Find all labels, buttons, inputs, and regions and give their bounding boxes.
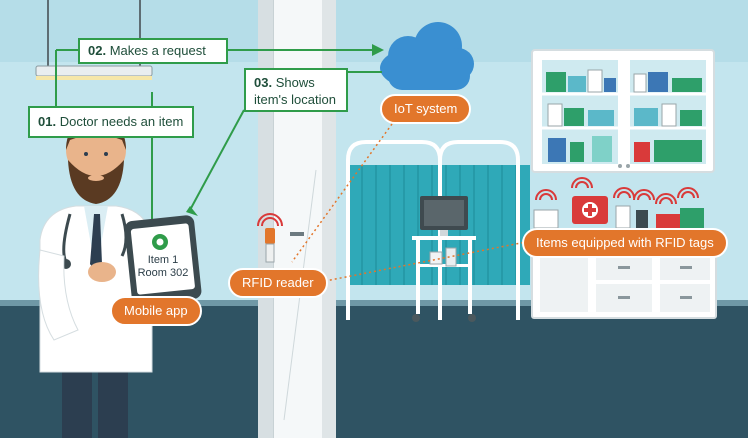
- doctor-figure: [38, 118, 153, 438]
- step-03-number: 03.: [254, 75, 273, 90]
- tablet-device: [124, 215, 202, 305]
- step-01-box: 01. Doctor needs an item: [28, 106, 194, 138]
- iot-system-label: IoT system: [380, 94, 472, 124]
- step-03-text-line1: Shows: [275, 75, 315, 90]
- flow-lines: [55, 49, 382, 220]
- arrow-to-cloud: [372, 44, 384, 56]
- medical-cart: [412, 196, 476, 322]
- arrow-to-tablet: [186, 206, 198, 216]
- step-02-text: Makes a request: [109, 43, 206, 58]
- step-02-box: 02. Makes a request: [78, 38, 228, 64]
- rfid-tagged-items: [533, 177, 704, 230]
- dotted-connectors: [291, 123, 527, 283]
- cloud-icon: [380, 22, 474, 90]
- wall-cabinet: [531, 49, 715, 173]
- tablet-room-number: Room 302: [137, 267, 189, 279]
- baseboard: [0, 300, 748, 306]
- mobile-app-label: Mobile app: [110, 296, 202, 326]
- step-01-text: Doctor needs an item: [59, 114, 184, 129]
- step-03-box: 03. Shows item's location: [244, 68, 348, 112]
- step-02-number: 02.: [88, 43, 107, 58]
- step-01-number: 01.: [38, 114, 57, 129]
- rfid-reader-device: [257, 213, 283, 263]
- rfid-items-label: Items equipped with RFID tags: [522, 228, 728, 258]
- rfid-reader-label: RFID reader: [228, 268, 328, 298]
- tablet-item-name: Item 1: [147, 254, 179, 266]
- step-03-text-line2: item's location: [254, 92, 336, 107]
